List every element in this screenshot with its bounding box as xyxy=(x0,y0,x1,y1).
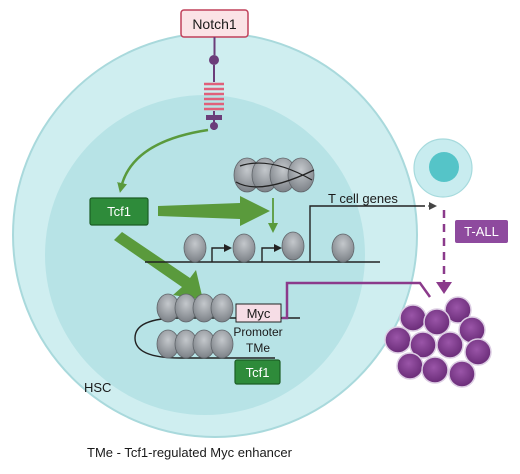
tme-label: TMe xyxy=(246,341,270,355)
tcf1-enhancer-box xyxy=(234,359,281,385)
hsc-label: HSC xyxy=(84,380,111,395)
tcf1-to-tcell-genes-arrow xyxy=(158,196,270,226)
t-all-leukemia-cluster xyxy=(384,296,492,388)
nucleosomes-myc-lower xyxy=(156,329,234,359)
nucleosomes-middle xyxy=(183,231,355,263)
tss-arrow-2 xyxy=(261,244,282,262)
tcf1-main-box xyxy=(89,197,149,226)
tcf1-enhancer-label: Tcf1 xyxy=(246,365,270,380)
t-cell-nucleus xyxy=(429,152,459,182)
notch-to-tcf1-arrow xyxy=(117,128,209,193)
t-all-label: T-ALL xyxy=(464,224,499,239)
hsc-nucleus xyxy=(45,95,365,415)
myc-label: Myc xyxy=(247,306,271,321)
tcf1-to-myc-enhancer-arrow xyxy=(114,232,203,300)
caption: TMe - Tcf1-regulated Myc enhancer xyxy=(87,445,293,460)
myc-gene-box xyxy=(235,303,282,323)
t-all-label-box xyxy=(455,220,508,243)
t-cell-genes-label: T cell genes xyxy=(328,191,398,206)
promoter-label: Promoter xyxy=(233,325,282,339)
t-cell-genes-bracket xyxy=(309,205,325,262)
notch1-label: Notch1 xyxy=(192,16,237,32)
notch1-receptor xyxy=(204,55,224,130)
t-all-arrowhead xyxy=(436,282,452,294)
nucleosomes-myc-upper xyxy=(156,293,234,323)
nucleosome-cluster-top xyxy=(233,157,315,193)
tss-arrow-1 xyxy=(211,244,232,262)
tcf1-main-label: Tcf1 xyxy=(107,204,131,219)
myc-to-t-all-arrow xyxy=(282,281,432,320)
